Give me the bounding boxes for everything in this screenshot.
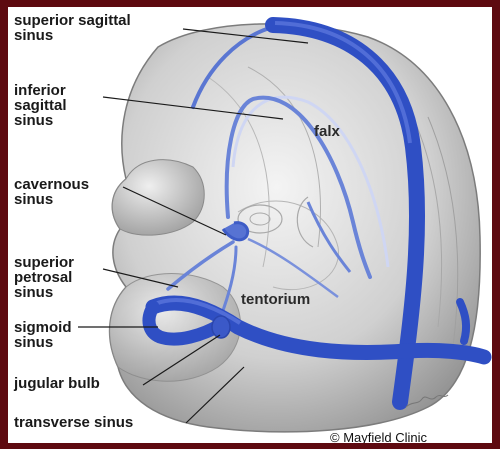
jugular-bulb-vessel bbox=[212, 316, 230, 338]
label-transverse-sinus: transverse sinus bbox=[14, 415, 133, 430]
label-falx: falx bbox=[314, 124, 340, 139]
label-superior-petrosal-sinus: superior petrosal sinus bbox=[14, 255, 74, 300]
label-inferior-sagittal-sinus: inferior sagittal sinus bbox=[14, 83, 67, 128]
label-jugular-bulb: jugular bulb bbox=[14, 376, 100, 391]
copyright-credit: © Mayfield Clinic bbox=[330, 430, 427, 443]
label-cavernous-sinus: cavernous sinus bbox=[14, 177, 89, 207]
illustration-frame: superior sagittal sinus inferior sagitta… bbox=[8, 7, 492, 443]
label-superior-sagittal-sinus: superior sagittal sinus bbox=[14, 13, 131, 43]
label-tentorium: tentorium bbox=[241, 292, 310, 307]
label-sigmoid-sinus: sigmoid sinus bbox=[14, 320, 72, 350]
